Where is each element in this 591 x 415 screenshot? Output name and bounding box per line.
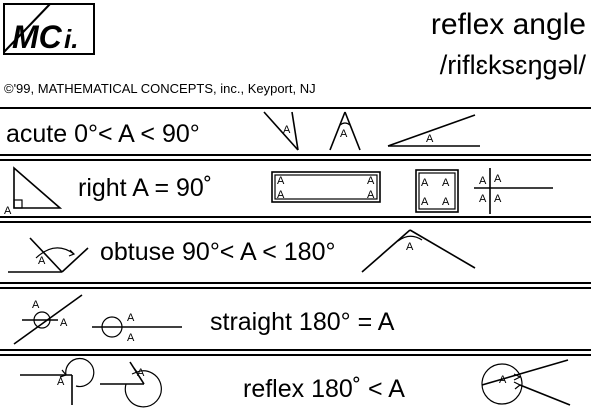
angle-marker: A xyxy=(60,317,68,329)
logo-text: MC xyxy=(12,19,63,55)
angle-marker: A xyxy=(494,193,502,205)
angle-marker: A xyxy=(367,189,375,201)
acute-figure-2: A xyxy=(329,111,361,151)
acute-figure-3: A xyxy=(387,114,480,147)
angle-marker: A xyxy=(499,374,507,386)
angle-marker: A xyxy=(421,196,429,208)
angle-marker: A xyxy=(426,133,434,145)
perpendicular-lines-figure: A A A A xyxy=(474,168,553,214)
obtuse-figure-2: A xyxy=(361,229,476,273)
reflex-figure-1: A xyxy=(20,357,95,405)
acute-row: acute 0°< A < 90° A A A xyxy=(6,111,480,151)
angle-marker: A xyxy=(479,175,487,187)
reflex-row: A A reflex 180˚ < A A xyxy=(20,357,571,408)
angle-marker: A xyxy=(277,189,285,201)
angle-marker: A xyxy=(277,175,285,187)
page-title: reflex angle xyxy=(431,8,586,41)
obtuse-row: A obtuse 90°< A < 180° A xyxy=(8,229,476,273)
angle-marker: A xyxy=(406,241,414,253)
right-rectangle-figure: A A A A xyxy=(271,171,381,203)
band-dividers xyxy=(0,107,591,356)
angle-marker: A xyxy=(479,193,487,205)
angle-marker: A xyxy=(442,177,450,189)
acute-figure-1: A xyxy=(263,111,299,151)
right-square-figure: A A A A xyxy=(415,169,459,213)
angle-marker: A xyxy=(57,376,65,388)
right-row: A right A = 90˚ A A A A A A A A A A A A xyxy=(4,166,553,217)
angle-marker: A xyxy=(38,255,46,267)
right-label: right A = 90˚ xyxy=(78,174,212,202)
angle-marker: A xyxy=(421,177,429,189)
copyright-notice: ©'99, MATHEMATICAL CONCEPTS, inc., Keypo… xyxy=(4,81,316,96)
angle-marker: A xyxy=(283,124,291,136)
straight-row: A A A A straight 180° = A xyxy=(13,294,395,345)
angle-marker: A xyxy=(367,175,375,187)
right-triangle-figure: A xyxy=(4,166,63,217)
reflex-label: reflex 180˚ < A xyxy=(243,375,405,403)
acute-label: acute 0°< A < 90° xyxy=(6,120,200,148)
angle-marker: A xyxy=(137,367,145,379)
reflex-figure-3: A xyxy=(481,359,571,406)
angle-marker: A xyxy=(32,299,40,311)
straight-figure-1: A A xyxy=(13,294,83,345)
angle-marker: A xyxy=(127,332,135,344)
angle-marker: A xyxy=(340,128,348,140)
straight-label: straight 180° = A xyxy=(210,308,395,336)
obtuse-label: obtuse 90°< A < 180° xyxy=(100,238,335,266)
reflex-figure-2: A xyxy=(100,361,162,408)
pronunciation: /riflɛksɛŋgəl/ xyxy=(440,50,587,80)
logo-slash xyxy=(3,3,51,53)
angle-marker: A xyxy=(4,205,12,217)
angle-marker: A xyxy=(442,196,450,208)
angle-marker: A xyxy=(494,173,502,185)
mci-logo: MC i. xyxy=(3,3,95,55)
angle-marker: A xyxy=(127,312,135,324)
logo-suffix: i. xyxy=(64,24,78,54)
straight-figure-2: A A xyxy=(92,312,182,344)
obtuse-figure-1: A xyxy=(8,237,89,273)
